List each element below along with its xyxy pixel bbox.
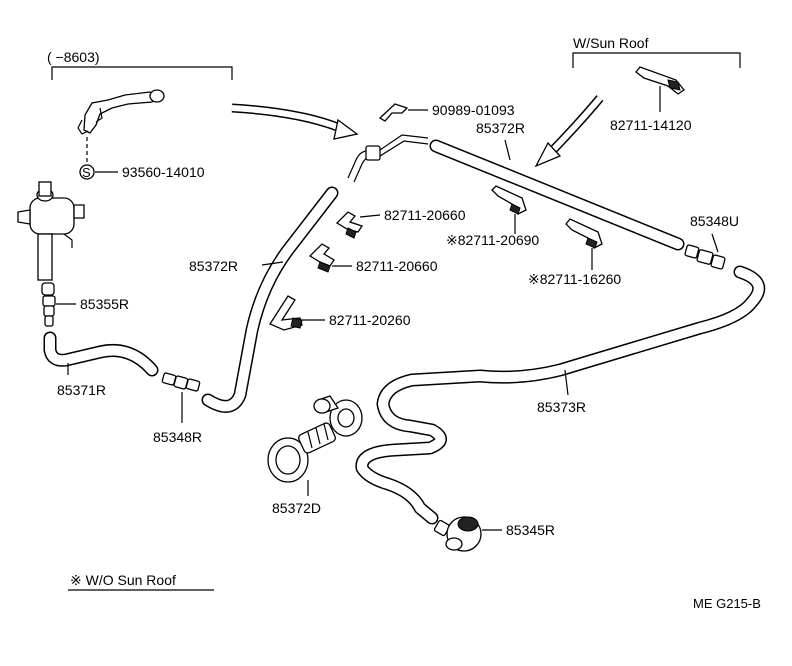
label-85372D: 85372D bbox=[272, 500, 321, 516]
connector-85355R: 85355R bbox=[42, 295, 129, 327]
clip-82711-20690: ※82711-20690 bbox=[446, 185, 539, 248]
hose-85373R: 85373R bbox=[355, 265, 766, 525]
clip-82711-20260: 82711-20260 bbox=[269, 295, 411, 331]
footnote-wo-sun-roof: ※ W/O Sun Roof bbox=[68, 572, 214, 591]
label-82711-14120: 82711-14120 bbox=[610, 117, 692, 133]
tee-joint bbox=[347, 134, 429, 183]
label-82711-20660-a: 82711-20660 bbox=[384, 207, 466, 223]
label-85348R: 85348R bbox=[153, 429, 202, 445]
clip-93560-14010: S 93560-14010 bbox=[79, 164, 205, 180]
grommet-85372D: 85372D bbox=[267, 395, 363, 516]
clip-82711-14120: 82711-14120 bbox=[610, 66, 692, 133]
washer-nozzle-assembly bbox=[77, 89, 165, 162]
sun-roof-group: W/Sun Roof bbox=[572, 35, 741, 68]
label-85372R-left: 85372R bbox=[189, 258, 238, 274]
diagram-code: ME G215-B bbox=[693, 596, 761, 611]
label-82711-20260: 82711-20260 bbox=[329, 312, 411, 328]
check-valve-85345R: 85345R bbox=[433, 516, 555, 552]
arrow-left-to-center bbox=[231, 103, 359, 140]
footnote-label: ※ W/O Sun Roof bbox=[70, 572, 176, 588]
connector-85348U: 85348U bbox=[684, 213, 739, 270]
bracket-label-8603: ( −8603) bbox=[47, 49, 100, 65]
arrow-sunroof-down bbox=[534, 95, 604, 168]
clip-82711-20660-a: 82711-20660 bbox=[335, 207, 466, 239]
clip-90989-01093: 90989-01093 bbox=[378, 102, 515, 122]
label-85373R: 85373R bbox=[537, 399, 586, 415]
check-valve-body bbox=[17, 181, 85, 296]
hose-85372R-vertical: 85372R bbox=[189, 186, 339, 413]
clip-82711-16260: ※82711-16260 bbox=[528, 218, 621, 287]
connector-85348R: 85348R bbox=[153, 372, 202, 445]
hose-85371R: 85371R bbox=[43, 331, 159, 398]
label-85348U: 85348U bbox=[690, 213, 739, 229]
bracket-group-8603: ( −8603) bbox=[47, 49, 233, 80]
label-85372R-top: 85372R bbox=[476, 120, 525, 136]
clip-82711-20660-b: 82711-20660 bbox=[308, 243, 438, 274]
label-82711-20690: ※82711-20690 bbox=[446, 232, 539, 248]
sun-roof-label: W/Sun Roof bbox=[573, 35, 649, 51]
label-82711-16260: ※82711-16260 bbox=[528, 271, 621, 287]
label-85355R: 85355R bbox=[80, 296, 129, 312]
hose-85372R-top: 85372R bbox=[429, 120, 685, 251]
label-82711-20660-b: 82711-20660 bbox=[356, 258, 438, 274]
s-mark: S bbox=[82, 165, 91, 180]
label-85371R: 85371R bbox=[57, 382, 106, 398]
label-90989-01093: 90989-01093 bbox=[432, 102, 515, 118]
label-93560-14010: 93560-14010 bbox=[122, 164, 205, 180]
label-85345R: 85345R bbox=[506, 522, 555, 538]
